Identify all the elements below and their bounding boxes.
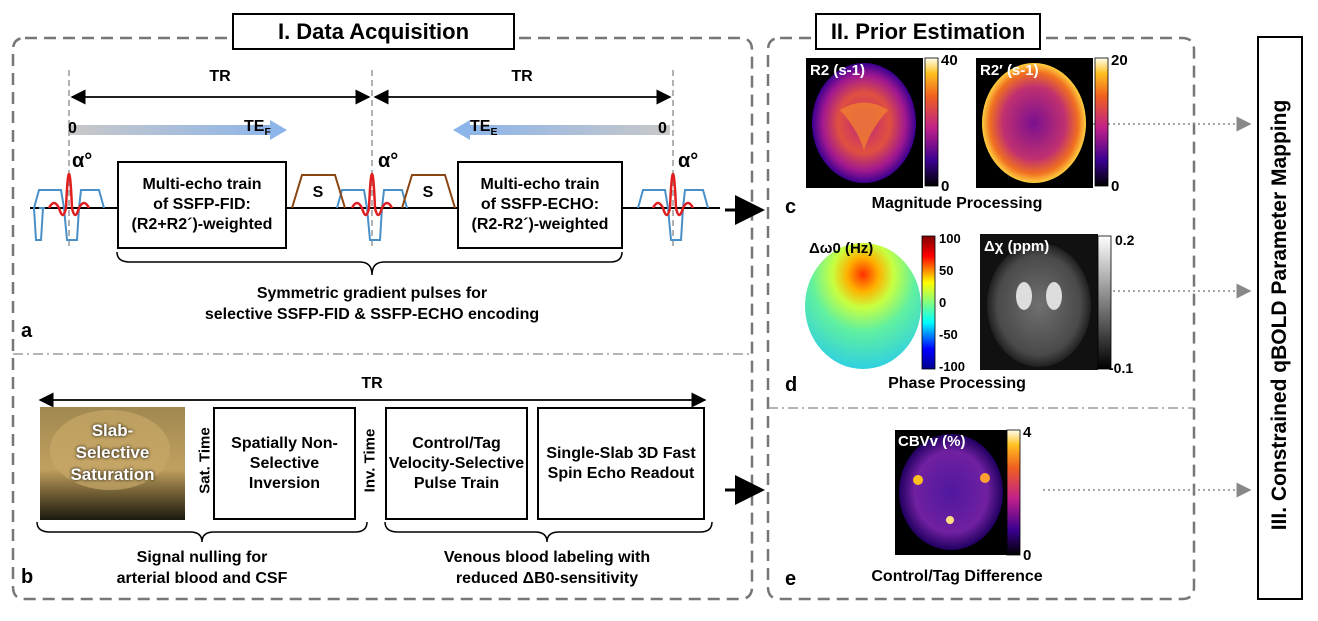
acquisition-title: I. Data Acquisition <box>232 13 515 50</box>
panel-a-letter: a <box>21 320 33 342</box>
readout-box: Single-Slab 3D Fast Spin Echo Readout <box>537 407 705 520</box>
chi-min: -0.1 <box>1109 360 1134 376</box>
spoiler-label-2: S <box>422 184 434 201</box>
spoiler-label-1: S <box>312 184 324 201</box>
spoiler-2 <box>401 174 456 209</box>
dw-label: Δω0 (Hz) <box>809 240 874 257</box>
spoiler-1 <box>291 174 346 209</box>
prior-title: II. Prior Estimation <box>815 13 1041 50</box>
tr-label-right: TR <box>511 68 533 85</box>
acquisition-frame <box>11 36 754 601</box>
ssfp-fid-box: Multi-echo train of SSFP-FID: (R2+R2´)-w… <box>117 161 287 249</box>
cbv-min: 0 <box>1023 547 1032 564</box>
slab-saturation-text: Slab-Selective Saturation <box>70 421 155 485</box>
frequency-colorbar <box>921 235 936 370</box>
panel-a-caption-line2: selective SSFP-FID & SSFP-ECHO encoding <box>204 306 540 323</box>
panel-b-caption-right-1: Venous blood labeling with <box>443 549 651 566</box>
rf-pulse-1 <box>33 172 105 241</box>
tr-label-b: TR <box>361 375 383 392</box>
zero-right: 0 <box>658 120 667 137</box>
panel-b-caption-left-2: arterial blood and CSF <box>116 570 288 587</box>
te-e-label: TEE <box>470 118 498 139</box>
mapping-title-box <box>1257 36 1303 600</box>
cbv-label: CBVv (%) <box>898 433 966 450</box>
flip-angle-3: α° <box>678 150 699 172</box>
panel-b-letter: b <box>21 566 34 588</box>
cbv-max: 4 <box>1023 424 1032 441</box>
r2-colorbar <box>924 57 939 187</box>
phase-caption: Phase Processing <box>888 375 1026 392</box>
inv-time-label: Inv. Time <box>361 428 379 493</box>
dw-tick-4: -100 <box>939 359 966 374</box>
dw-tick-2: 0 <box>939 295 947 310</box>
chi-label: Δχ (ppm) <box>984 238 1050 255</box>
flip-angle-1: α° <box>72 150 93 172</box>
panel-b-caption-left-1: Signal nulling for <box>136 549 268 566</box>
r2p-max: 20 <box>1111 52 1128 69</box>
ssfp-echo-box: Multi-echo train of SSFP-ECHO: (R2-R2´)-… <box>457 161 623 249</box>
dw-tick-1: 50 <box>939 263 954 278</box>
panel-a-caption-line1: Symmetric gradient pulses for <box>256 285 488 302</box>
panel-d-letter: d <box>785 374 798 396</box>
r2-label: R2 (s-1) <box>810 62 866 79</box>
zero-left: 0 <box>68 120 77 137</box>
velocity-box: Control/Tag Velocity-Selective Pulse Tra… <box>385 407 528 520</box>
cbv-caption: Control/Tag Difference <box>871 568 1043 585</box>
r2p-colorbar <box>1094 57 1109 187</box>
magnitude-caption: Magnitude Processing <box>871 195 1043 212</box>
rf-pulse-3 <box>637 172 709 241</box>
dw-tick-3: -50 <box>939 327 958 342</box>
mapping-title: III. Constrained qBOLD Parameter Mapping <box>1268 99 1291 531</box>
r2-min: 0 <box>941 178 950 195</box>
prior-frame <box>766 36 1196 601</box>
inversion-box: Spatially Non-Selective Inversion <box>213 407 356 520</box>
dw-tick-0: 100 <box>939 231 961 246</box>
r2p-label: R2′ (s-1) <box>980 62 1039 79</box>
r2-max: 40 <box>941 52 958 69</box>
panel-b-caption-right-2: reduced ΔB0-sensitivity <box>455 570 639 587</box>
flip-angle-2: α° <box>378 150 399 172</box>
tr-label-left: TR <box>209 68 231 85</box>
sat-time-label: Sat. Time <box>196 427 214 494</box>
r2p-min: 0 <box>1111 178 1120 195</box>
rf-pulse-2 <box>336 172 408 241</box>
panel-e-letter: e <box>785 568 797 590</box>
te-f-label: TEF <box>244 118 271 139</box>
panel-c-letter: c <box>785 196 797 218</box>
cbv-colorbar <box>1006 429 1021 556</box>
chi-max: 0.2 <box>1115 232 1135 248</box>
susceptibility-colorbar <box>1097 235 1112 370</box>
